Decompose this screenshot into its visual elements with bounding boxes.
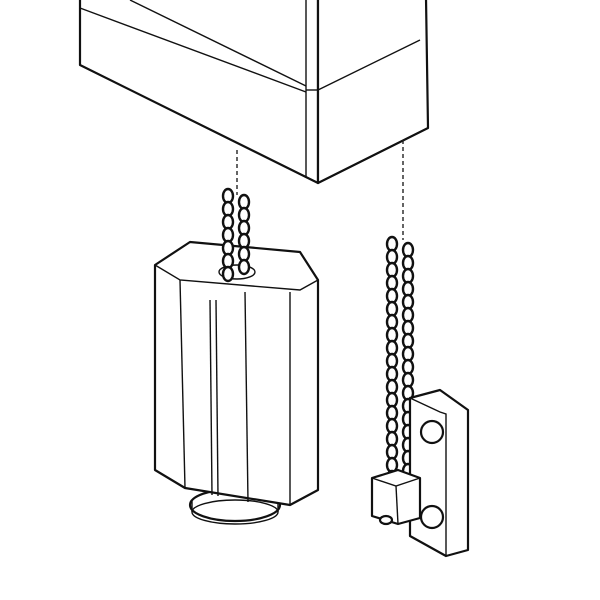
wall-bracket <box>370 388 470 558</box>
housing <box>78 0 430 185</box>
chain-link <box>237 258 251 276</box>
bracket-chain <box>385 235 415 487</box>
chain-link <box>221 265 235 283</box>
drum-chain <box>221 187 251 283</box>
winding-drum <box>153 240 320 525</box>
